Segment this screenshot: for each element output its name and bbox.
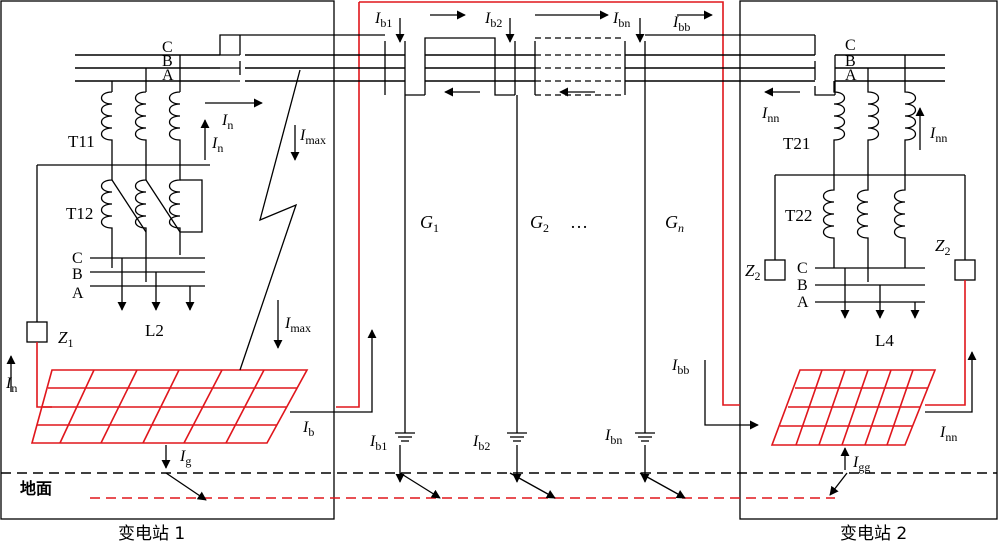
label-l2: L2: [145, 321, 164, 340]
transformer-t21: [775, 55, 965, 176]
label-z2-right: Z2: [935, 236, 950, 258]
label-g2: G2: [530, 212, 549, 235]
generator-feeders: [404, 95, 646, 425]
phase-label-b-right: B: [845, 53, 856, 70]
ground-symbol-n: [635, 425, 655, 442]
grounding-grid-right: [770, 369, 937, 446]
transformer-t12: [100, 165, 203, 282]
label-ibb-top: Ibb: [672, 14, 690, 34]
label-in-bus: In: [221, 112, 233, 132]
right-busbar: [814, 35, 945, 96]
label-in-t11: In: [211, 135, 223, 155]
label-inn-bottom: Inn: [939, 424, 957, 444]
label-l4: L4: [875, 331, 894, 350]
label-ibn-top: Ibn: [612, 10, 630, 30]
label-igg: Igg: [852, 454, 870, 474]
label-ellipsis: …: [570, 212, 588, 232]
label-imax-bottom: Imax: [284, 315, 311, 335]
station-2-label: 变电站 2: [840, 524, 907, 544]
label-t22: T22: [785, 206, 812, 225]
phase-label-c-left: C: [162, 39, 173, 56]
station-1-box: [0, 0, 335, 520]
phase-label-a-l4: A: [797, 294, 809, 311]
grounding-grid-left: [30, 369, 309, 444]
label-ib2-top: Ib2: [484, 10, 502, 30]
ground-label: 地面: [20, 479, 52, 498]
phase-label-a-left: A: [162, 67, 174, 84]
label-ibb-right: Ibb: [671, 357, 689, 377]
label-imax-top: Imax: [299, 127, 326, 147]
impedance-z2: [954, 175, 976, 281]
current-arrows: [6, 10, 977, 501]
phase-label-a-right: A: [845, 67, 857, 84]
left-busbar: [75, 34, 385, 82]
label-gn: Gn: [665, 212, 684, 235]
ground-symbol-2: [507, 425, 527, 442]
label-ibn-bottom: Ibn: [604, 427, 622, 447]
phase-label-b-l4: B: [797, 277, 808, 294]
ground-symbol-1: [395, 425, 415, 442]
transformer-t11: [37, 55, 210, 166]
phase-label-c-l4: C: [797, 260, 808, 277]
red-current-loop-top: [359, 1, 740, 406]
red-current-loop-left: [336, 2, 360, 408]
load-l4-bus: [815, 267, 925, 319]
station-2-box: [739, 0, 998, 520]
label-ig: Ig: [179, 448, 191, 468]
station-1-label: 变电站 1: [118, 524, 185, 544]
transmission-line: [384, 34, 815, 96]
label-ib: Ib: [302, 419, 314, 439]
label-ib2-bottom: Ib2: [472, 433, 490, 453]
phase-label-b-left: B: [162, 53, 173, 70]
z2-to-grid-red: [925, 280, 966, 406]
label-ib1-bottom: Ib1: [369, 433, 387, 453]
label-g1: G1: [420, 212, 439, 235]
phase-label-a-l2: A: [72, 285, 84, 302]
label-inn-bus: Inn: [761, 105, 779, 125]
label-in-left: In: [5, 375, 17, 395]
phase-label-c-l2: C: [72, 250, 83, 267]
label-t21: T21: [783, 134, 810, 153]
fault-lightning: [239, 69, 301, 371]
phase-label-c-right: C: [845, 37, 856, 54]
label-z1: Z1: [58, 328, 73, 350]
label-z2-left: Z2: [745, 261, 760, 283]
label-t12: T12: [66, 204, 93, 223]
phase-label-b-l2: B: [72, 266, 83, 283]
label-ib1-top: Ib1: [374, 10, 392, 30]
impedance-z1: [26, 165, 48, 343]
label-inn-t21: Inn: [929, 125, 947, 145]
load-l2-bus: [90, 257, 205, 311]
label-t11: T11: [68, 132, 95, 151]
transformer-t22: [764, 175, 906, 282]
